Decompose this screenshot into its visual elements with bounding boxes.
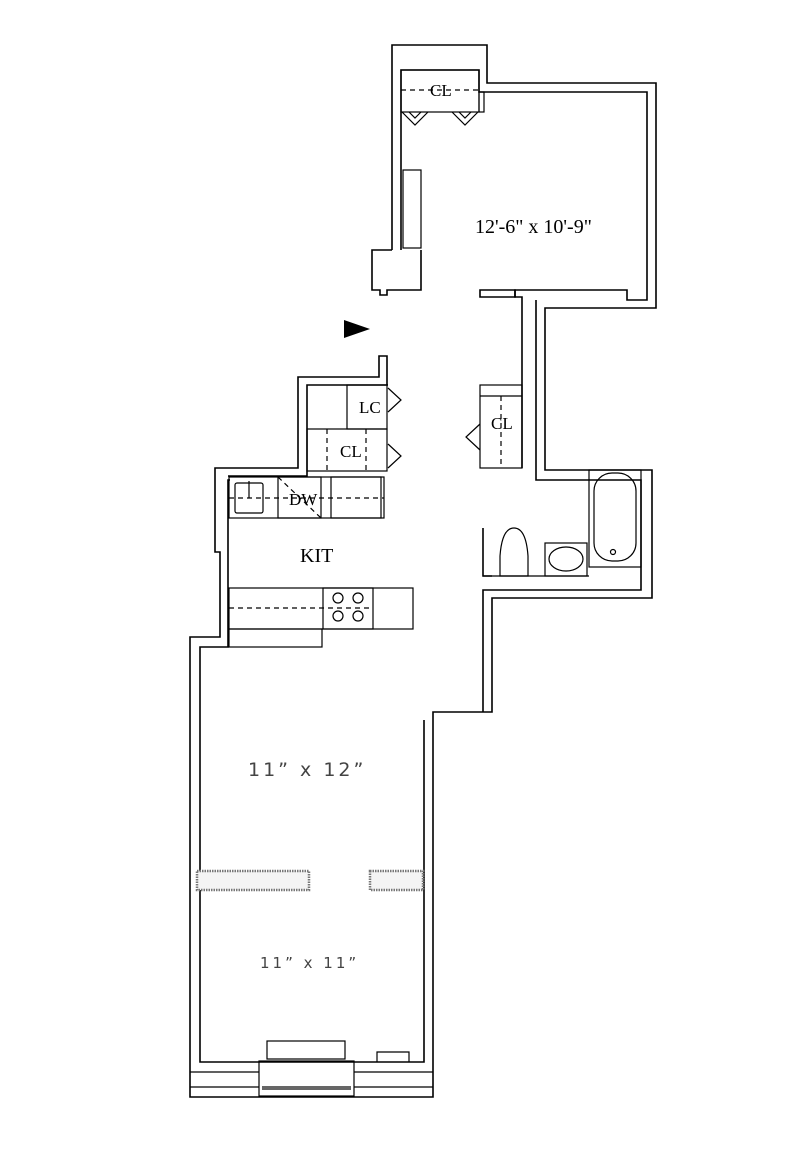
toilet-icon [499,527,529,577]
outer-wall [189,44,657,1098]
radiator [402,169,422,249]
bedroom-dimensions: 12'-6" x 10'-9" [475,216,592,238]
closet-right [479,384,523,469]
ceiling-beam [195,869,311,892]
dishwasher-label: DW [289,490,318,509]
window [258,1060,355,1097]
ceiling-beam [368,869,425,892]
hall-closet [306,428,388,472]
dishwasher [277,476,322,519]
door-swing-icon [387,443,402,469]
inner-wall-living [199,479,425,1063]
bifold-door-icon [401,111,479,126]
kitchen-label: KIT [300,545,333,567]
entry-arrow-icon [344,320,370,338]
linen-closet-label: LC [359,398,381,417]
bathroom-sink-icon [548,546,584,572]
wall-stub [479,289,516,298]
tub-basin [593,472,637,562]
bedroom-closet-label: CL [430,81,452,100]
dining-dimensions: 11” x 11” [260,954,359,972]
window-sill [262,1086,351,1090]
hall-closet-label: CL [340,442,362,461]
inner-wall-right [482,300,642,712]
bath-wall [482,528,492,577]
door-swing-icon [387,387,402,413]
bathtub [588,469,642,568]
bedroom-closet [400,69,480,113]
closet-right-label: CL [491,414,513,433]
door-swing-icon [465,423,481,451]
ac-unit [266,1040,346,1060]
column [371,249,422,296]
pipe-chase [376,1051,410,1062]
living-room-dimensions: 11” x 12” [248,759,366,781]
stove [322,587,374,630]
burner-icons [332,592,364,622]
inner-wall [400,69,648,468]
refrigerator [330,476,382,519]
